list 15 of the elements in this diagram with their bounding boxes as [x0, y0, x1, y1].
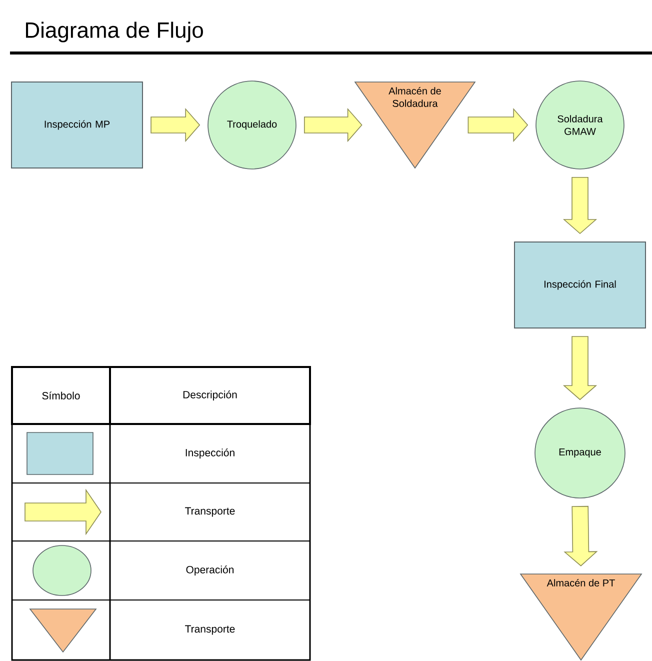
block-arrow — [564, 506, 598, 566]
legend-text: Operación — [186, 566, 234, 576]
legend-text: Inspección — [186, 448, 234, 458]
legend-text: Transporte — [185, 507, 235, 517]
process-box: Inspección MP — [11, 82, 143, 168]
column-header: Descripción — [183, 390, 237, 400]
block-arrow — [468, 108, 528, 142]
block-arrow — [150, 108, 200, 142]
block-arrow — [304, 108, 362, 142]
block-arrow — [562, 336, 598, 400]
block-arrow — [562, 177, 598, 234]
process-box: Inspección Final — [514, 242, 646, 328]
legend-text: Transporte — [185, 625, 235, 635]
column-header: Símbolo — [42, 392, 80, 400]
title: Diagrama de Flujo — [26, 22, 203, 42]
